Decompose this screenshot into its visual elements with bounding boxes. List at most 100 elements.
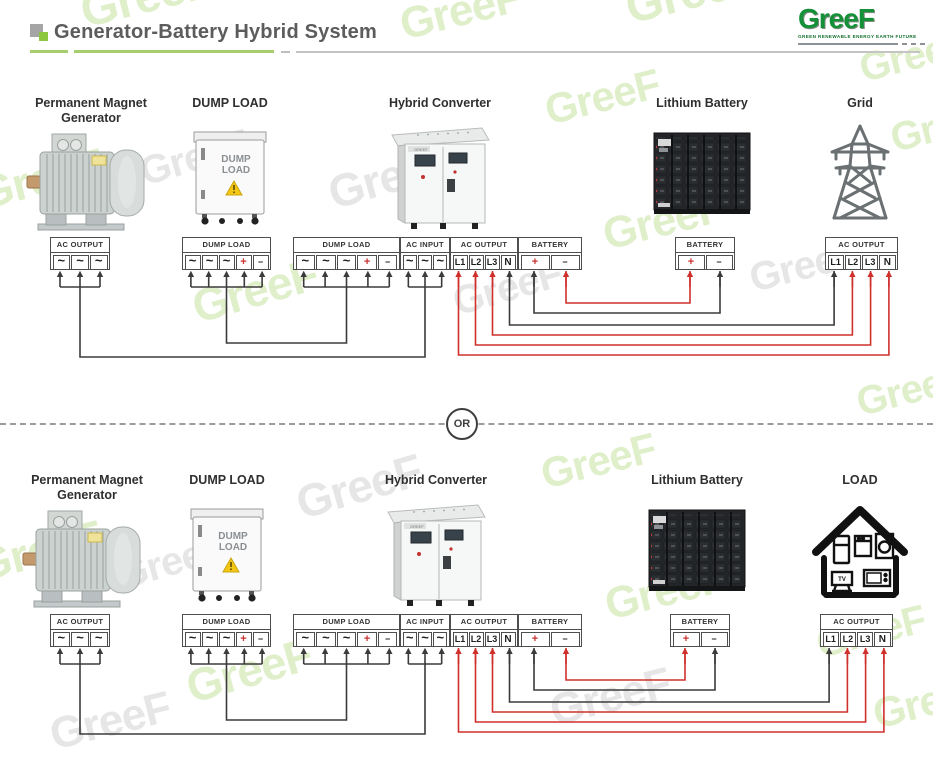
component-label: Lithium Battery: [656, 96, 748, 110]
component-label: Hybrid Converter: [388, 96, 492, 110]
terminal-cell-~: ~: [71, 253, 89, 270]
component-label: DUMP LOAD: [189, 473, 265, 487]
terminal-cell-−: −: [550, 254, 580, 270]
terminal-block-title: BATTERY: [676, 238, 734, 253]
component-generator-bottom: Permanent Magnet Generator: [14, 473, 160, 615]
terminal-cell-−: −: [550, 631, 580, 647]
component-label: DUMP LOAD: [192, 96, 268, 110]
terminal-cell-−: −: [252, 254, 269, 270]
terminal-cell-~: ~: [295, 630, 316, 647]
component-dump-load-bottom: DUMP LOAD: [183, 473, 271, 613]
terminal-block-title: BATTERY: [671, 615, 729, 630]
terminal-cell-~: ~: [417, 253, 433, 270]
terminal-cell-+: +: [235, 631, 252, 647]
terminal-cell-~: ~: [336, 630, 357, 647]
title-underline-green: [30, 50, 68, 53]
terminal-block-gen-ac-output: AC OUTPUT~~~: [50, 614, 110, 647]
terminal-cell-~: ~: [52, 253, 71, 270]
terminal-cell-−: −: [252, 631, 269, 647]
terminal-block-title: BATTERY: [519, 238, 581, 253]
brand-logo-text: GreeF: [798, 3, 875, 34]
terminal-cell-~: ~: [71, 630, 89, 647]
title-bullet-green: [39, 32, 48, 41]
terminal-cell-L2: L2: [839, 631, 856, 647]
terminal-cell-~: ~: [218, 630, 235, 647]
terminal-cell-~: ~: [184, 630, 201, 647]
terminal-block-dumpload-input: DUMP LOAD~~~+−: [182, 237, 271, 270]
terminal-cell-~: ~: [316, 253, 336, 270]
terminal-block-title: AC OUTPUT: [51, 238, 109, 253]
terminal-block-title: AC OUTPUT: [821, 615, 892, 630]
terminal-cell-L1: L1: [827, 254, 844, 270]
terminal-block-title: DUMP LOAD: [294, 615, 399, 630]
terminal-block-dumpload-input: DUMP LOAD~~~+−: [182, 614, 271, 647]
terminal-cell-+: +: [672, 631, 700, 647]
terminal-block-title: DUMP LOAD: [294, 238, 399, 253]
terminal-block-conv-ac-input: AC INPUT~~~: [400, 237, 450, 270]
terminal-cell-+: +: [520, 631, 550, 647]
terminal-cell-L2: L2: [844, 254, 861, 270]
page-title: Generator-Battery Hybrid System: [54, 21, 377, 43]
terminal-cell-L3: L3: [484, 254, 500, 270]
terminal-cell-L1: L1: [452, 631, 468, 647]
terminal-cell-L2: L2: [468, 254, 484, 270]
terminal-cell-~: ~: [295, 253, 316, 270]
terminal-cell-~: ~: [201, 253, 218, 270]
terminal-cell-~: ~: [417, 630, 433, 647]
terminal-block-title: DUMP LOAD: [183, 615, 270, 630]
terminal-cell-N: N: [500, 631, 516, 647]
terminal-cell-−: −: [705, 254, 733, 270]
title-underline-gray: [296, 51, 920, 53]
terminal-block-gen-ac-output: AC OUTPUT~~~: [50, 237, 110, 270]
component-lithium-battery-top: Lithium Battery: [640, 96, 764, 226]
terminal-block-title: AC INPUT: [401, 238, 449, 253]
terminal-cell-~: ~: [52, 630, 71, 647]
terminal-block-conv-dumpload: DUMP LOAD~~~+−: [293, 614, 400, 647]
terminal-block-conv-battery: BATTERY+−: [518, 614, 582, 647]
terminal-block-conv-battery: BATTERY+−: [518, 237, 582, 270]
terminal-cell-~: ~: [316, 630, 336, 647]
component-label: LOAD: [842, 473, 878, 487]
terminal-block-title: AC OUTPUT: [451, 615, 517, 630]
terminal-block-title: AC OUTPUT: [826, 238, 897, 253]
component-grid: Grid: [820, 96, 900, 230]
component-generator-top: Permanent Magnet Generator: [18, 96, 164, 238]
terminal-block-title: DUMP LOAD: [183, 238, 270, 253]
terminal-cell-+: +: [357, 254, 377, 270]
component-label: Grid: [847, 96, 873, 110]
component-hybrid-converter-top: Hybrid Converter: [380, 96, 500, 236]
terminal-cell-N: N: [500, 254, 516, 270]
terminal-block-title: AC OUTPUT: [451, 238, 517, 253]
component-label: Permanent Magnet Generator: [35, 96, 147, 125]
terminal-cell-L3: L3: [484, 631, 500, 647]
terminal-cell-~: ~: [89, 630, 108, 647]
terminal-cell-N: N: [874, 631, 891, 647]
terminal-cell-L1: L1: [452, 254, 468, 270]
terminal-cell-~: ~: [89, 253, 108, 270]
terminal-block-conv-ac-input: AC INPUT~~~: [400, 614, 450, 647]
terminal-cell-L3: L3: [857, 631, 874, 647]
brand-logo-rule: [798, 43, 928, 45]
component-dump-load-top: DUMP LOAD: [186, 96, 274, 236]
component-load: LOAD: [810, 473, 910, 613]
or-badge: OR: [446, 408, 478, 440]
terminal-cell-~: ~: [402, 253, 417, 270]
terminal-cell-~: ~: [184, 253, 201, 270]
terminal-cell-~: ~: [402, 630, 417, 647]
terminal-cell-N: N: [879, 254, 896, 270]
title-underline-gray-dash: [281, 51, 290, 53]
brand-logo: GreeF GREEN RENEWABLE ENERGY EARTH FUTUR…: [798, 4, 928, 45]
terminal-cell-−: −: [700, 631, 728, 647]
component-lithium-battery-bottom: Lithium Battery: [635, 473, 759, 603]
terminal-cell-L2: L2: [468, 631, 484, 647]
terminal-block-battery-terminal: BATTERY+−: [675, 237, 735, 270]
title-underline-green2: [74, 50, 274, 53]
or-label: OR: [453, 418, 471, 430]
terminal-block-title: AC OUTPUT: [51, 615, 109, 630]
terminal-cell-~: ~: [336, 253, 357, 270]
